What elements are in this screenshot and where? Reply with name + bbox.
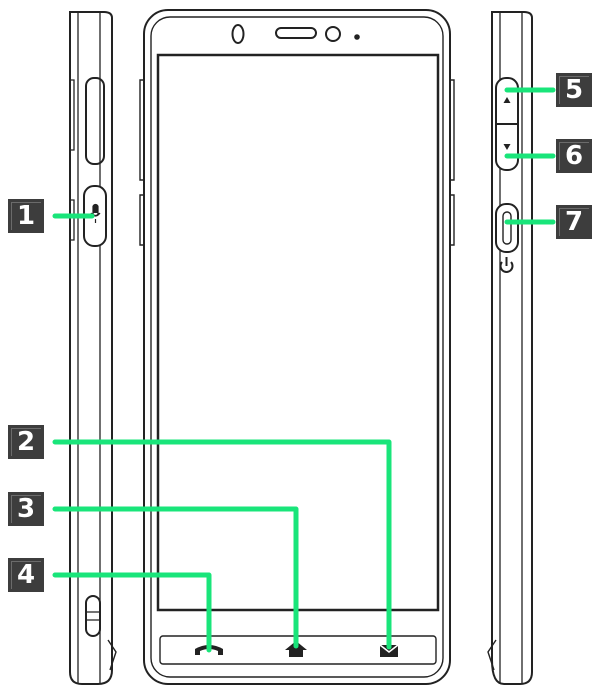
sensor (325, 26, 341, 42)
leader-line-4 (52, 572, 212, 653)
triangle-up-icon (503, 97, 511, 103)
indicator (354, 34, 360, 40)
left-side-slot (85, 77, 105, 165)
phone-key[interactable] (164, 639, 252, 663)
power-key (495, 203, 519, 253)
left-side-port (85, 595, 101, 637)
phone-body (143, 9, 451, 685)
phone-handset-icon (195, 645, 223, 655)
home-icon (285, 641, 307, 657)
right-side-body (491, 11, 533, 685)
right-side-view (487, 11, 533, 685)
front-camera (231, 24, 245, 44)
earpiece (275, 27, 317, 39)
callout-4: 4 (8, 558, 44, 592)
leader-line-3 (52, 506, 299, 649)
leader-line-2 (52, 439, 392, 650)
triangle-down-icon (503, 144, 511, 150)
callout-5: 5 (556, 73, 592, 107)
callout-3: 3 (8, 492, 44, 526)
left-side-view (69, 11, 117, 685)
envelope-icon (379, 644, 399, 657)
callout-2: 2 (8, 425, 44, 459)
callout-6: 6 (556, 139, 592, 173)
left-side-body (69, 11, 113, 685)
callout-1: 1 (8, 199, 44, 233)
home-key[interactable] (254, 639, 342, 663)
callout-7: 7 (556, 205, 592, 239)
mail-key[interactable] (344, 639, 432, 663)
power-icon (499, 257, 514, 273)
